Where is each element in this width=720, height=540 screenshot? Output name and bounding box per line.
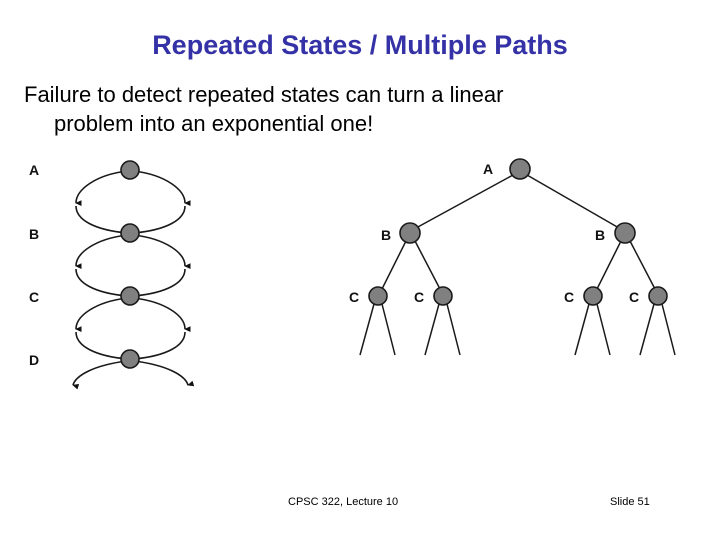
tree-edge-rightb-c3	[596, 240, 622, 290]
edge-c-d-right	[133, 297, 191, 332]
tree-label-b-left: B	[381, 227, 391, 243]
graph-node-b	[120, 223, 140, 243]
tree-edge-root-left-b	[415, 174, 514, 229]
graph-node-d	[120, 349, 140, 369]
tree-stub-c1-left	[359, 303, 375, 356]
page-title: Repeated States / Multiple Paths	[152, 30, 568, 60]
tree-label-c-4: C	[629, 289, 639, 305]
edge-b-c-left	[75, 234, 128, 270]
tree-edge-rightb-c4	[629, 240, 656, 290]
tree-edge-leftb-c2	[414, 240, 441, 290]
graph-label-d: D	[29, 352, 39, 368]
edge-c-b-left-return	[75, 268, 128, 297]
graph-label-c: C	[29, 289, 39, 305]
tree-node-root-a	[509, 158, 531, 180]
footer-course-label: CPSC 322, Lecture 10	[288, 496, 399, 508]
tree-node-c-4	[648, 286, 668, 306]
tree-stub-c3-right	[596, 303, 611, 356]
edge-c-d-left	[75, 297, 128, 333]
tree-stub-c2-right	[446, 303, 461, 356]
tree-edge-leftb-c1	[381, 240, 407, 290]
graph-node-a	[120, 160, 140, 180]
edge-b-a-left-return	[75, 205, 128, 234]
tree-node-b-left	[399, 222, 421, 244]
tree-node-c-2	[433, 286, 453, 306]
edge-b-a-right-return	[133, 205, 186, 234]
edge-a-b-left	[75, 170, 128, 207]
graph-label-b: B	[29, 226, 39, 242]
edge-d-c-left-return	[75, 331, 128, 360]
graph-node-c	[120, 286, 140, 306]
edge-d-down-left	[72, 360, 128, 390]
tree-node-b-right	[614, 222, 636, 244]
footer-slide-number: Slide 51	[610, 496, 650, 508]
tree-node-c-1	[368, 286, 388, 306]
tree-label-b-right: B	[595, 227, 605, 243]
edge-b-c-right	[133, 234, 191, 269]
tree-label-c-2: C	[414, 289, 424, 305]
slide-body-text: Failure to detect repeated states can tu…	[24, 80, 680, 138]
tree-edge-root-right-b	[526, 174, 620, 229]
tree-node-c-3	[583, 286, 603, 306]
tree-stub-c3-left	[574, 303, 590, 356]
right-search-tree: A B B C C C C	[349, 158, 676, 356]
tree-stub-c1-right	[381, 303, 396, 356]
edge-d-down-right	[133, 360, 195, 387]
body-line-1: Failure to detect repeated states can tu…	[24, 82, 504, 107]
tree-stub-c4-right	[661, 303, 676, 356]
tree-label-c-1: C	[349, 289, 359, 305]
edge-c-b-right-return	[133, 268, 186, 297]
tree-label-c-3: C	[564, 289, 574, 305]
edge-d-c-right-return	[133, 331, 186, 360]
tree-label-root-a: A	[483, 161, 493, 177]
left-cyclic-graph: A B C D	[29, 160, 195, 390]
edge-a-b-right	[133, 170, 191, 206]
graph-label-a: A	[29, 162, 39, 178]
tree-stub-c4-left	[639, 303, 655, 356]
body-line-2: problem into an exponential one!	[54, 111, 374, 136]
tree-stub-c2-left	[424, 303, 440, 356]
